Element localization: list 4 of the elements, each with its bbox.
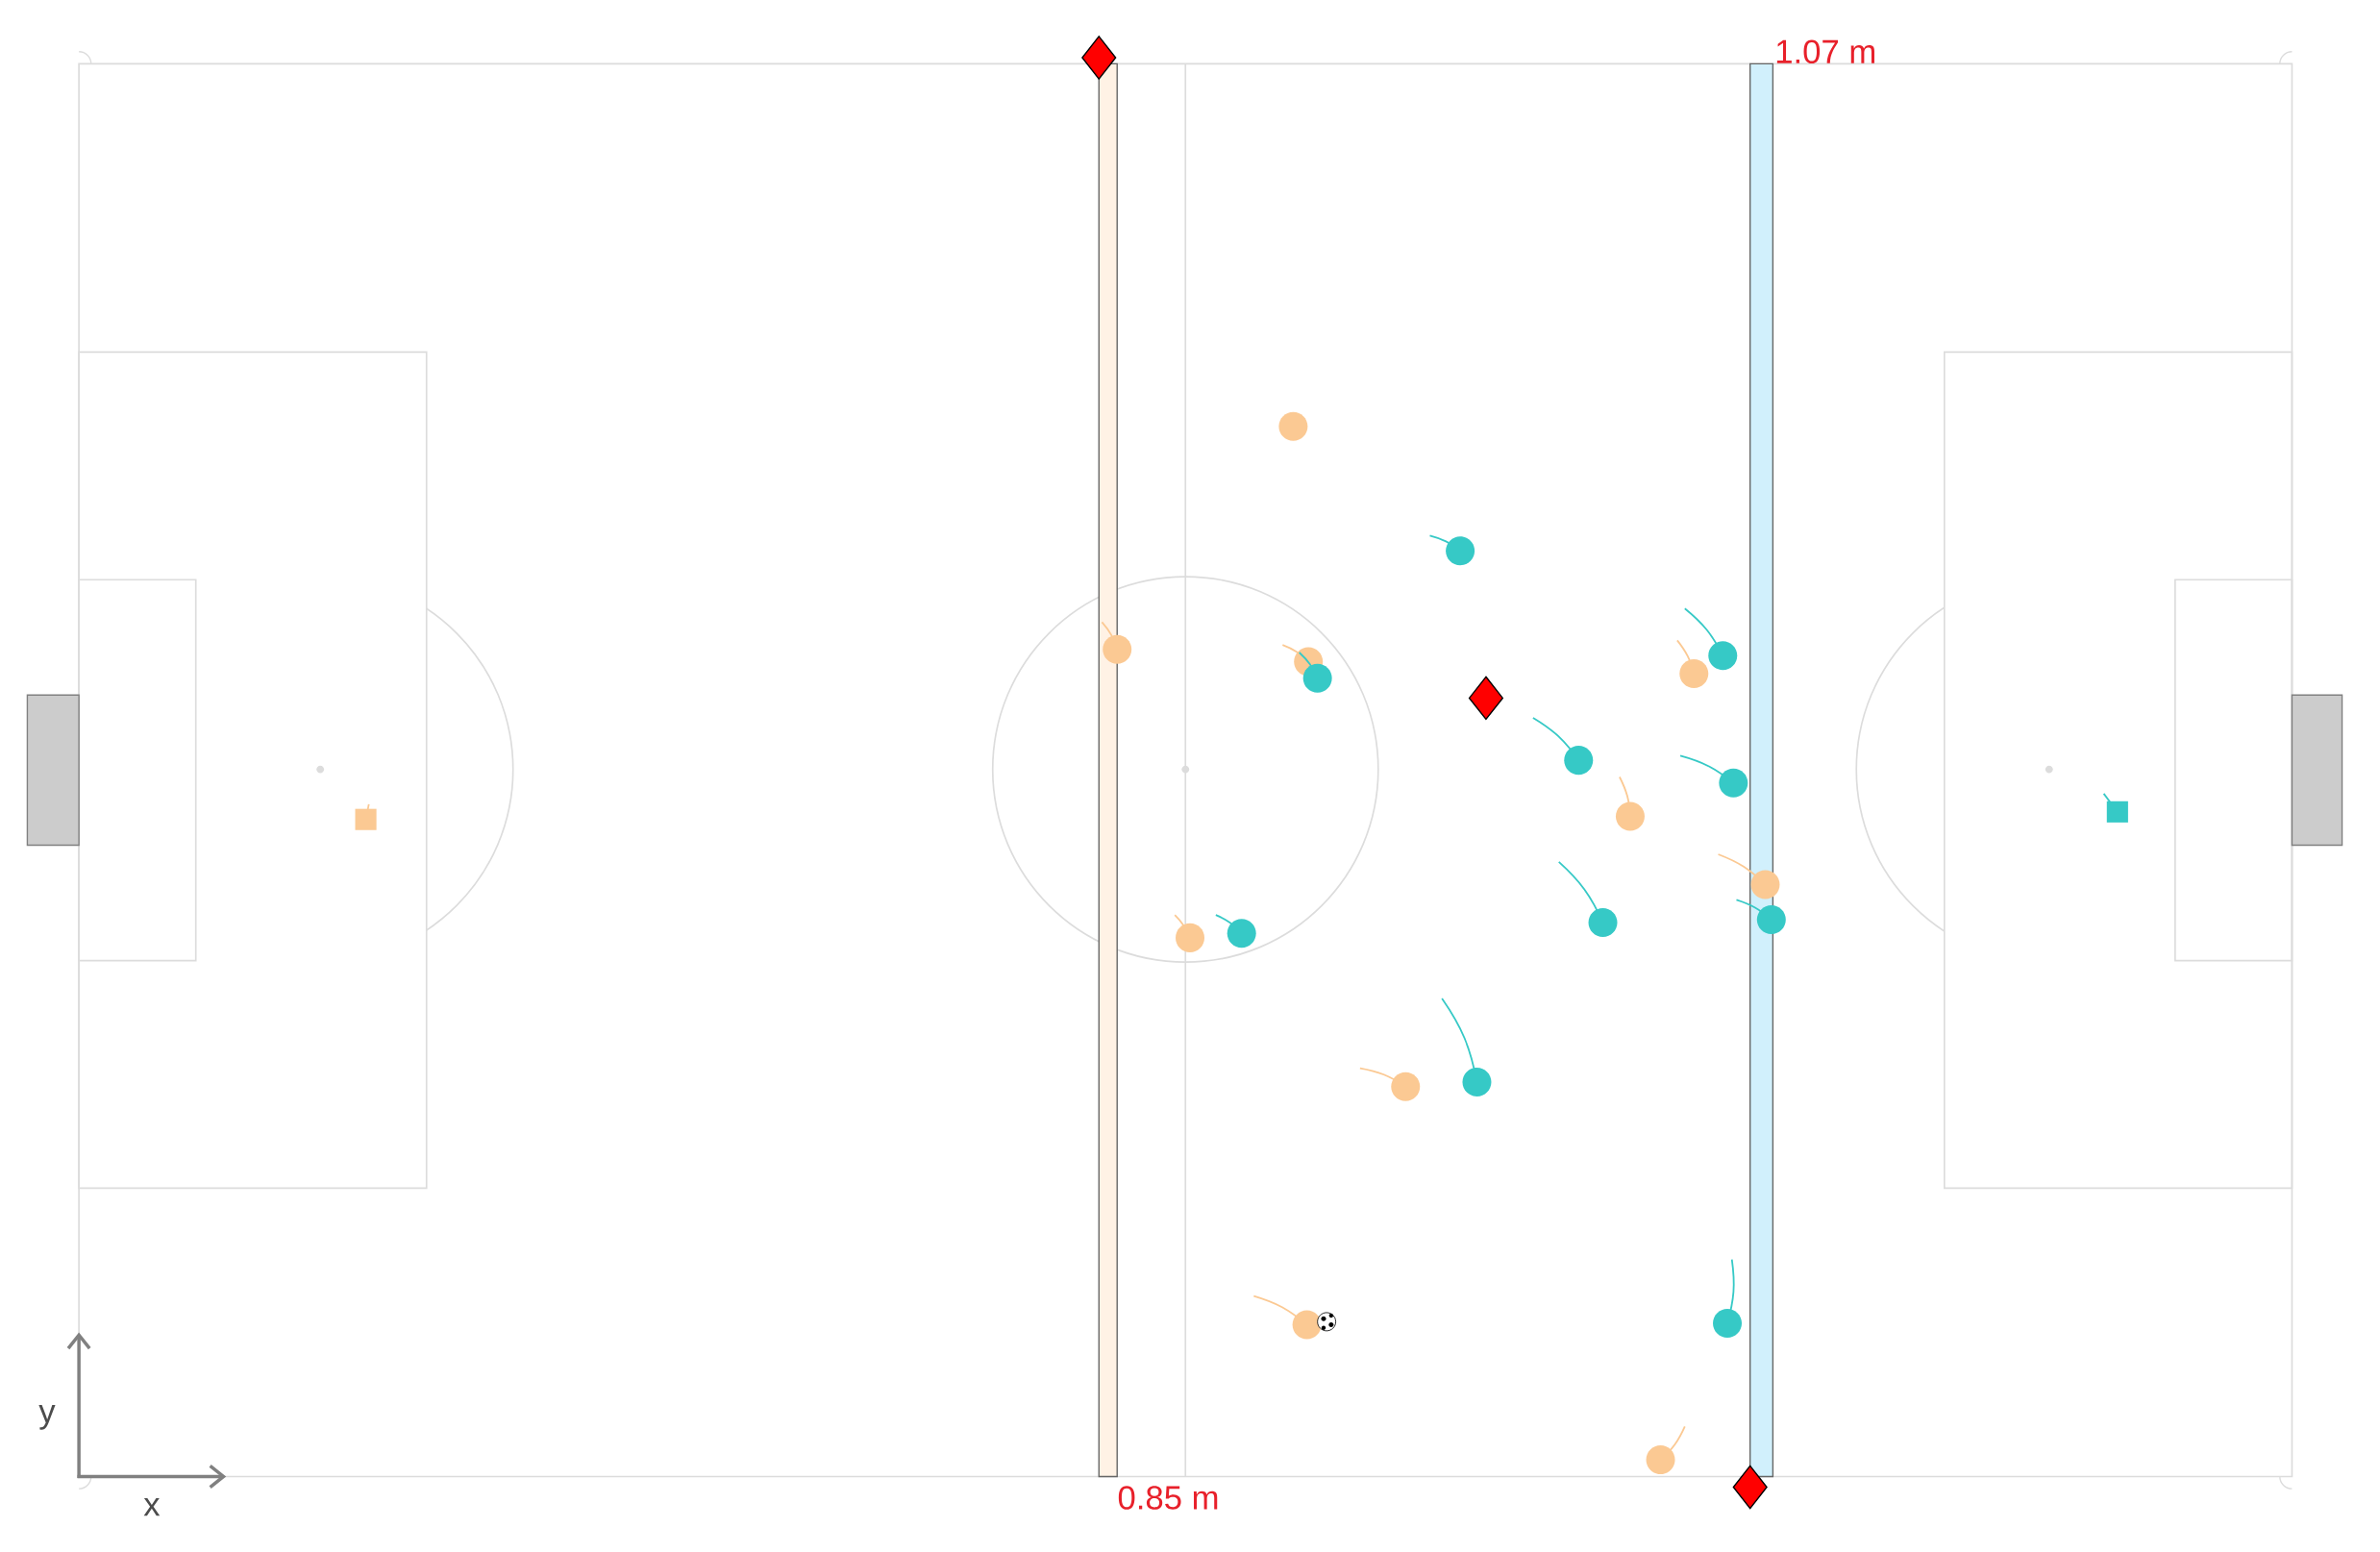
axis-label: x bbox=[143, 1497, 161, 1515]
measurement-label: 0.85 m bbox=[1118, 1486, 1218, 1510]
axis-label: y bbox=[38, 1404, 56, 1430]
measurement-label: 1.07 m bbox=[1776, 39, 1874, 63]
